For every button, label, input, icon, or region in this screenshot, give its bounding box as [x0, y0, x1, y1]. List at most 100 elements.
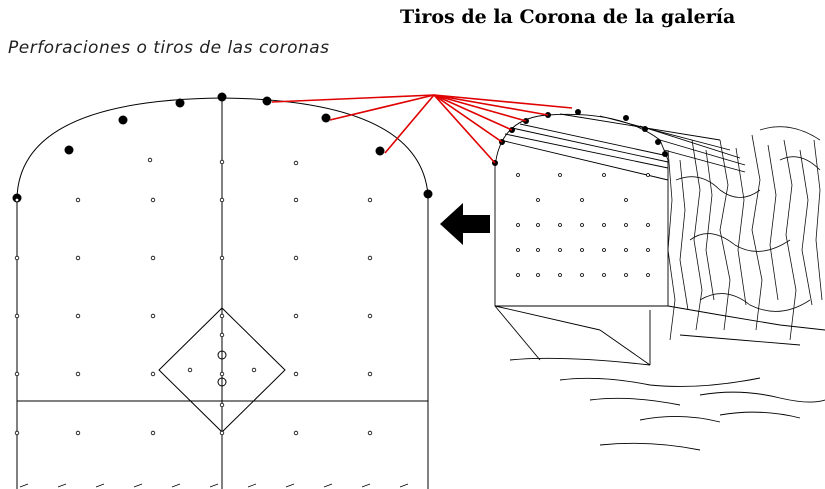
perspective-holes — [516, 173, 650, 277]
diagram-subtitle: Perforaciones o tiros de las coronas — [8, 38, 330, 58]
crown-hole — [118, 115, 128, 125]
crown-hole — [175, 98, 185, 108]
blast-hole — [293, 160, 299, 166]
blast-hole — [293, 313, 299, 319]
blast-hole — [293, 255, 299, 261]
blast-hole — [75, 371, 81, 377]
pointer-lines — [271, 94, 573, 164]
crown-holes — [12, 92, 433, 203]
blast-hole — [150, 313, 156, 319]
perspective-hole — [580, 198, 584, 202]
blast-hole — [219, 255, 225, 261]
perspective-hole — [558, 223, 562, 227]
blast-hole — [75, 430, 81, 436]
floor-mark — [399, 483, 409, 488]
pointer-line — [329, 94, 435, 121]
floor-mark — [285, 483, 295, 488]
floor-mark — [171, 483, 181, 488]
perspective-hole — [558, 248, 562, 252]
blast-hole — [75, 313, 81, 319]
perspective-hole — [646, 248, 650, 252]
floor-mark — [95, 483, 105, 488]
pointer-line — [433, 94, 496, 164]
blast-hole — [75, 255, 81, 261]
crown-hole — [321, 113, 331, 123]
blast-hole — [293, 197, 299, 203]
blast-hole — [293, 430, 299, 436]
blast-hole — [150, 197, 156, 203]
perspective-hole — [516, 273, 520, 277]
pointer-line — [384, 94, 435, 154]
crown-hole — [217, 92, 227, 102]
crown-hole — [375, 146, 385, 156]
rock-texture — [667, 126, 823, 341]
bottom-marks — [19, 483, 409, 488]
blast-hole — [14, 197, 20, 203]
pointer-line — [433, 94, 513, 131]
relief-hole-bottom — [217, 377, 227, 387]
floor-mark — [361, 483, 371, 488]
blast-hole — [219, 159, 225, 165]
blast-hole — [367, 313, 373, 319]
perspective-crown-hole — [655, 139, 661, 145]
blast-hole — [219, 197, 225, 203]
floor-mark — [19, 483, 29, 488]
blast-hole — [293, 371, 299, 377]
perspective-hole — [646, 173, 650, 177]
perspective-crown-hole — [623, 115, 629, 121]
pointer-line — [433, 94, 573, 109]
blast-hole — [219, 313, 225, 319]
cut-hole — [187, 367, 193, 373]
blast-hole — [147, 157, 153, 163]
perspective-hole — [516, 248, 520, 252]
cut-hole — [251, 367, 257, 373]
blast-hole — [14, 313, 20, 319]
blast-hole — [150, 371, 156, 377]
blast-hole — [367, 197, 373, 203]
blast-hole — [75, 197, 81, 203]
relief-hole-top — [217, 350, 227, 360]
blast-hole — [367, 371, 373, 377]
perspective-hole — [536, 223, 540, 227]
perspective-hole — [580, 248, 584, 252]
perspective-hole — [602, 248, 606, 252]
blast-hole — [150, 255, 156, 261]
blast-hole — [14, 371, 20, 377]
perspective-hole — [602, 223, 606, 227]
perspective-hole — [580, 273, 584, 277]
blast-hole — [219, 371, 225, 377]
perspective-hole — [516, 173, 520, 177]
perspective-hole — [558, 273, 562, 277]
blast-hole — [14, 430, 20, 436]
blast-hole — [367, 255, 373, 261]
perspective-hole — [516, 223, 520, 227]
perspective-hole — [602, 273, 606, 277]
perspective-view — [494, 113, 825, 451]
blast-holes — [14, 157, 373, 436]
floor-mark — [133, 483, 143, 488]
cut-hole — [219, 332, 225, 338]
crown-hole — [423, 189, 433, 199]
perspective-hole — [580, 223, 584, 227]
perspective-hole — [646, 223, 650, 227]
front-section — [16, 97, 429, 489]
perspective-hole — [624, 198, 628, 202]
blast-hole — [367, 430, 373, 436]
floor-mark — [247, 483, 257, 488]
perspective-hole — [602, 173, 606, 177]
perspective-crown-hole — [575, 109, 581, 115]
perspective-hole — [536, 273, 540, 277]
left-arrow-icon — [440, 203, 490, 245]
crown-hole — [262, 96, 272, 106]
perspective-crown-hole — [642, 126, 648, 132]
perspective-crown-hole — [662, 151, 668, 157]
cut-hole — [219, 402, 225, 408]
pointer-line — [433, 94, 503, 143]
perspective-hole — [624, 273, 628, 277]
floor-mark — [209, 483, 219, 488]
blast-hole — [150, 430, 156, 436]
blast-hole — [14, 255, 20, 261]
perspective-hole — [646, 273, 650, 277]
floor-mark — [323, 483, 333, 488]
